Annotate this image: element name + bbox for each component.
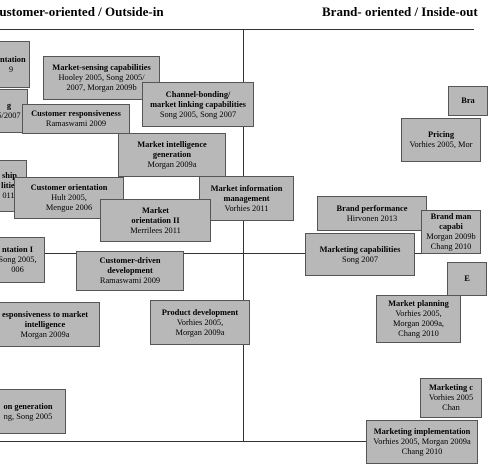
concept-box-customer-driven-development: Customer-driven development Ramaswami 20…: [76, 251, 184, 291]
box-detail: Vorhies 2005, Mor: [409, 140, 473, 149]
box-title: Marketing implementation: [373, 427, 471, 436]
box-detail: 011,: [2, 191, 17, 200]
horizontal-axis: [0, 253, 474, 254]
box-title: Customer-driven development: [99, 256, 161, 275]
concept-box-pricing: Pricing Vorhies 2005, Mor: [401, 118, 481, 162]
box-title: ntation I: [2, 245, 33, 254]
box-detail: Vorhies 2005, Morgan 2009a, Chang 2010: [392, 309, 445, 338]
box-detail: Vorhies 2005, Morgan 2009a: [175, 317, 225, 337]
box-title: Bra: [461, 96, 475, 105]
box-detail: 9: [8, 64, 14, 74]
concept-box-responsiveness-to-market-intelligence: esponsiveness to market intelligence Mor…: [0, 302, 100, 347]
box-detail: Ramaswami 2009: [45, 119, 107, 128]
box-detail: Morgan 2009b Chang 2010: [426, 232, 476, 251]
box-title: Brand man capabi: [430, 212, 472, 231]
box-title: Market orientation II: [131, 205, 180, 225]
concept-box-brand-management-capabilities: Brand man capabi Morgan 2009b Chang 2010: [421, 210, 481, 254]
box-detail: Hooley 2005, Song 2005/ 2007, Morgan 200…: [58, 73, 145, 92]
box-title: E: [464, 274, 470, 283]
concept-box-market-information-management: Market information management Vorhies 20…: [199, 176, 294, 221]
concept-box-marketing-implementation: Marketing implementation Vorhies 2005, M…: [366, 420, 478, 464]
box-title: esponsiveness to market intelligence: [1, 309, 89, 329]
concept-box-orientation: entation 9: [0, 41, 30, 88]
box-title: Customer responsiveness: [31, 109, 121, 118]
box-detail: Song 2005, 006: [0, 255, 37, 274]
concept-box-marketing-capabilities: Marketing capabilities Song 2007: [305, 233, 415, 276]
box-detail: Hult 2005, Mengue 2006: [45, 193, 93, 212]
box-title: Channel-bonding/ market linking capabili…: [150, 89, 246, 109]
box-title: Pricing: [427, 130, 455, 139]
header-brand-oriented: Brand- oriented / Inside-out: [322, 4, 478, 19]
concept-box-market-orientation-i: ntation I Song 2005, 006: [0, 237, 45, 283]
concept-box-market-sensing-capabilities: Market-sensing capabilities Hooley 2005,…: [43, 56, 160, 100]
box-detail: Song 2007: [341, 254, 379, 264]
box-detail: Hirvonen 2013: [346, 213, 398, 223]
concept-box-brand-partial: Bra: [448, 86, 488, 116]
concept-box-customer-responsiveness: Customer responsiveness Ramaswami 2009: [22, 104, 130, 134]
vertical-axis: [243, 29, 244, 441]
box-title: Brand performance: [336, 203, 408, 213]
box-title: ship lities: [1, 171, 18, 190]
box-detail: 5/2007: [0, 111, 21, 120]
box-title: Product development: [161, 307, 239, 317]
box-detail: ng, Song 2005: [3, 411, 53, 421]
box-title: g: [6, 101, 12, 110]
box-title: Customer orientation: [30, 183, 108, 192]
concept-box-market-orientation-ii: Market orientation II Merrilees 2011: [100, 199, 211, 242]
box-title: entation: [0, 54, 26, 64]
concept-box-product-development: Product development Vorhies 2005, Morgan…: [150, 300, 250, 345]
box-title: Market intelligence generation: [137, 140, 207, 159]
box-title: Marketing capabilities: [319, 244, 401, 254]
bottom-rule: [0, 441, 474, 442]
box-title: on generation: [3, 401, 53, 411]
box-detail: Merrilees 2011: [130, 225, 181, 235]
box-detail: Vorhies 2005 Chan: [428, 393, 474, 412]
concept-box-solution-generation: on generation ng, Song 2005: [0, 389, 66, 434]
concept-box-market-intelligence-generation: Market intelligence generation Morgan 20…: [118, 133, 226, 177]
box-detail: Morgan 2009a: [20, 329, 70, 339]
box-title: Market information management: [210, 183, 283, 203]
concept-box-partial-e: E: [447, 262, 487, 296]
concept-box-channel-bonding: Channel-bonding/ market linking capabili…: [142, 82, 254, 127]
box-detail: Vorhies 2005, Morgan 2009a Chang 2010: [373, 437, 471, 456]
top-rule: [0, 29, 474, 30]
quadrant-diagram: Customer-oriented / Outside-in Brand- or…: [0, 4, 488, 464]
box-title: Market-sensing capabilities: [52, 63, 151, 72]
box-detail: Song 2005, Song 2007: [159, 109, 237, 119]
box-title: Marketing c: [429, 383, 473, 392]
concept-box-customer-orientation: Customer orientation Hult 2005, Mengue 2…: [14, 177, 124, 219]
concept-box-market-planning: Market planning Vorhies 2005, Morgan 200…: [376, 295, 461, 343]
header-customer-oriented: Customer-oriented / Outside-in: [0, 4, 164, 19]
box-detail: Vorhies 2011: [224, 203, 269, 213]
box-title: Market planning: [388, 299, 449, 308]
concept-box-brand-performance: Brand performance Hirvonen 2013: [317, 196, 427, 231]
concept-box-marketing-communication: Marketing c Vorhies 2005 Chan: [420, 378, 482, 418]
box-detail: Morgan 2009a: [147, 160, 197, 169]
box-detail: Ramaswami 2009: [99, 276, 161, 285]
